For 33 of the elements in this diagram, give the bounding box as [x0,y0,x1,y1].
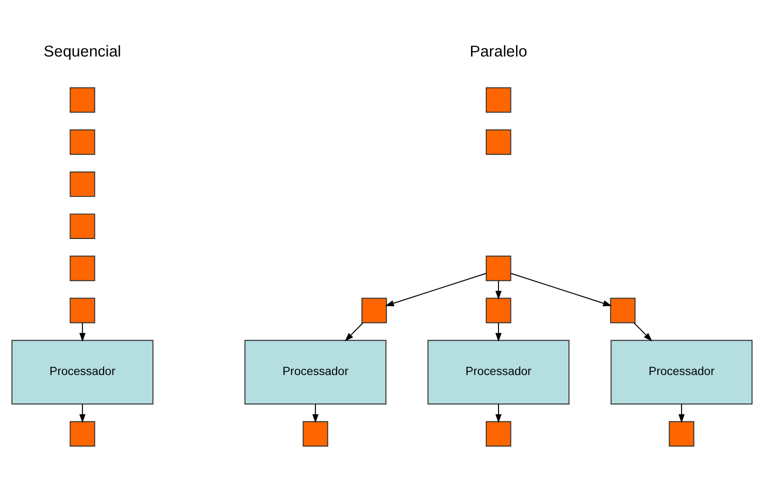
node-box [486,87,512,113]
node-box [486,256,512,282]
node-box [70,421,96,447]
node-box [610,298,636,324]
node-box [486,298,512,324]
node-box [486,421,512,447]
arrow [510,272,612,306]
arrow [385,272,487,306]
node-box [70,256,96,282]
node-box: Processador [244,340,386,404]
label: Paralelo [470,43,528,60]
node-box [361,298,387,324]
arrow [495,404,502,424]
node-box [70,129,96,155]
arrow [79,322,86,342]
arrow [79,404,86,424]
arrow [495,322,502,342]
arrow [678,404,685,424]
node-box [70,171,96,197]
arrow [495,280,502,300]
node-box [668,421,694,447]
node-box: Processador [428,340,570,404]
label: Sequencial [44,43,122,60]
node-box [70,214,96,240]
arrow [634,322,652,342]
node-box: Processador [610,340,753,404]
node-box: Processador [11,340,154,404]
node-box [486,129,512,155]
arrow [312,404,319,424]
node-box [302,421,328,447]
node-box [70,87,96,113]
arrow [344,322,364,342]
node-box [70,298,96,324]
